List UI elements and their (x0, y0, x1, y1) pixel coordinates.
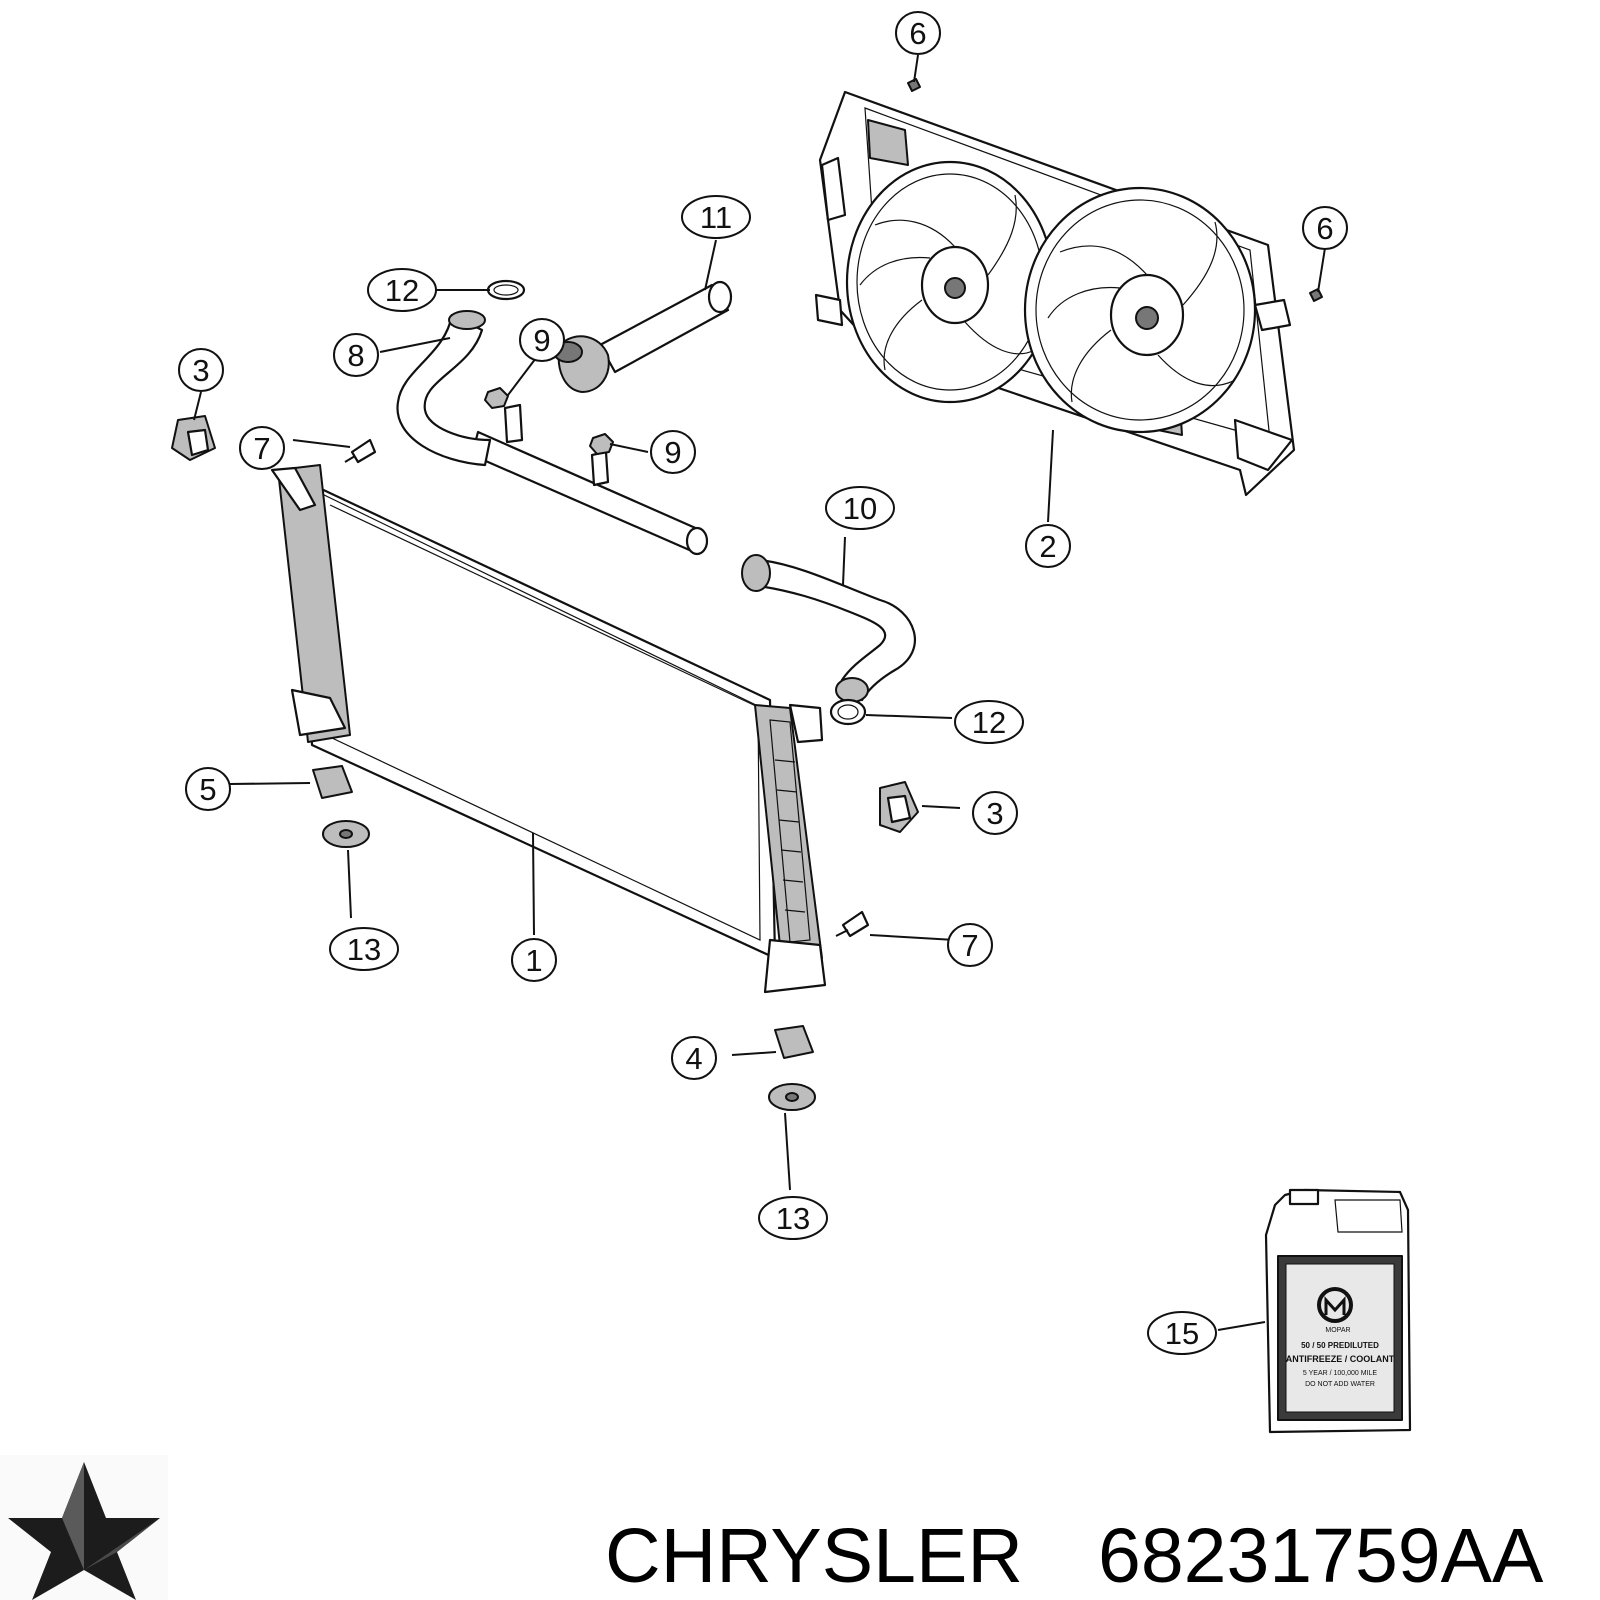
callout-bubble (239, 426, 285, 470)
callout-number: 15 (1165, 1316, 1199, 1351)
hose-10 (741, 554, 916, 703)
callout-bubble (650, 430, 696, 474)
fan-right (1023, 186, 1257, 434)
mopar-logo-icon (1317, 1287, 1353, 1323)
callout-number: 6 (909, 16, 926, 51)
jug-brand: MOPAR (1325, 1327, 1350, 1334)
callout-bubble (185, 767, 231, 811)
callout-number: 11 (700, 200, 732, 235)
callout-bubble (1147, 1311, 1217, 1355)
small-parts (171, 78, 1323, 1111)
callout-3-left: 3 (178, 348, 224, 392)
callout-bubble (972, 791, 1018, 835)
callout-number: 13 (347, 932, 381, 967)
radiator (270, 464, 827, 994)
callout-bubble (511, 938, 557, 982)
callout-bubble (333, 333, 379, 377)
chrysler-pentastar-logo (0, 1455, 168, 1600)
leader-lines (193, 54, 1326, 1331)
callout-bubble (519, 318, 565, 362)
callout-number: 4 (685, 1041, 702, 1076)
jug-line-4: DO NOT ADD WATER (1305, 1381, 1375, 1388)
callout-bubble (681, 195, 751, 239)
callout-number: 13 (776, 1201, 810, 1236)
callout-9-bottom: 9 (650, 430, 696, 474)
callout-6-top: 6 (895, 11, 941, 55)
callout-bubble (895, 11, 941, 55)
callout-bubble (367, 268, 437, 312)
callout-number: 5 (199, 772, 216, 807)
callout-number: 2 (1039, 529, 1056, 564)
callout-bubble (1302, 206, 1348, 250)
fan-left (845, 160, 1055, 404)
callout-number: 1 (525, 943, 542, 978)
callout-12-right: 12 (954, 700, 1024, 744)
callout-bubble (758, 1196, 828, 1240)
callout-8: 8 (333, 333, 379, 377)
callout-bubble (947, 923, 993, 967)
callout-number: 3 (986, 796, 1003, 831)
brand-name: CHRYSLER (605, 1513, 1023, 1599)
callout-number: 7 (253, 431, 270, 466)
fan-shroud-assembly (814, 90, 1296, 497)
callout-number: 9 (533, 323, 550, 358)
callout-9-top: 9 (519, 318, 565, 362)
callout-11: 11 (681, 195, 751, 239)
callout-bubble (954, 700, 1024, 744)
callout-7-left: 7 (239, 426, 285, 470)
callout-number: 3 (192, 353, 209, 388)
coolant-pipe (470, 403, 709, 556)
callout-number: 6 (1316, 211, 1333, 246)
callout-3-right: 3 (972, 791, 1018, 835)
callout-5: 5 (185, 767, 231, 811)
callout-4: 4 (671, 1036, 717, 1080)
callout-bubble (671, 1036, 717, 1080)
jug-line-3: 5 YEAR / 100,000 MILE (1303, 1370, 1378, 1377)
footer: CHRYSLER 68231759AA (0, 1455, 1544, 1600)
callout-15: 15 (1147, 1311, 1217, 1355)
callout-12-top: 12 (367, 268, 437, 312)
callout-13-bottom: 13 (758, 1196, 828, 1240)
hose-8 (396, 310, 492, 467)
callout-bubble (178, 348, 224, 392)
coolant-jug: MOPAR 50 / 50 PREDILUTED ANTIFREEZE / CO… (1264, 1188, 1412, 1434)
callout-bubble (825, 486, 895, 530)
callout-6-right: 6 (1302, 206, 1348, 250)
callout-2: 2 (1025, 524, 1071, 568)
part-number: 68231759AA (1098, 1513, 1544, 1599)
callout-number: 8 (347, 338, 364, 373)
callout-number: 10 (843, 491, 877, 526)
callout-10: 10 (825, 486, 895, 530)
callout-7-right: 7 (947, 923, 993, 967)
callout-number: 9 (664, 435, 681, 470)
callout-1: 1 (511, 938, 557, 982)
callout-number: 12 (972, 705, 1006, 740)
callout-bubble (329, 927, 399, 971)
mopar-m-icon (1324, 1296, 1346, 1315)
callout-13-left: 13 (329, 927, 399, 971)
callout-number: 12 (385, 273, 419, 308)
jug-line-1: 50 / 50 PREDILUTED (1301, 1341, 1379, 1350)
jug-line-2: ANTIFREEZE / COOLANT (1286, 1354, 1395, 1364)
hose-11 (553, 280, 733, 393)
callout-number: 7 (961, 928, 978, 963)
callout-bubble (1025, 524, 1071, 568)
